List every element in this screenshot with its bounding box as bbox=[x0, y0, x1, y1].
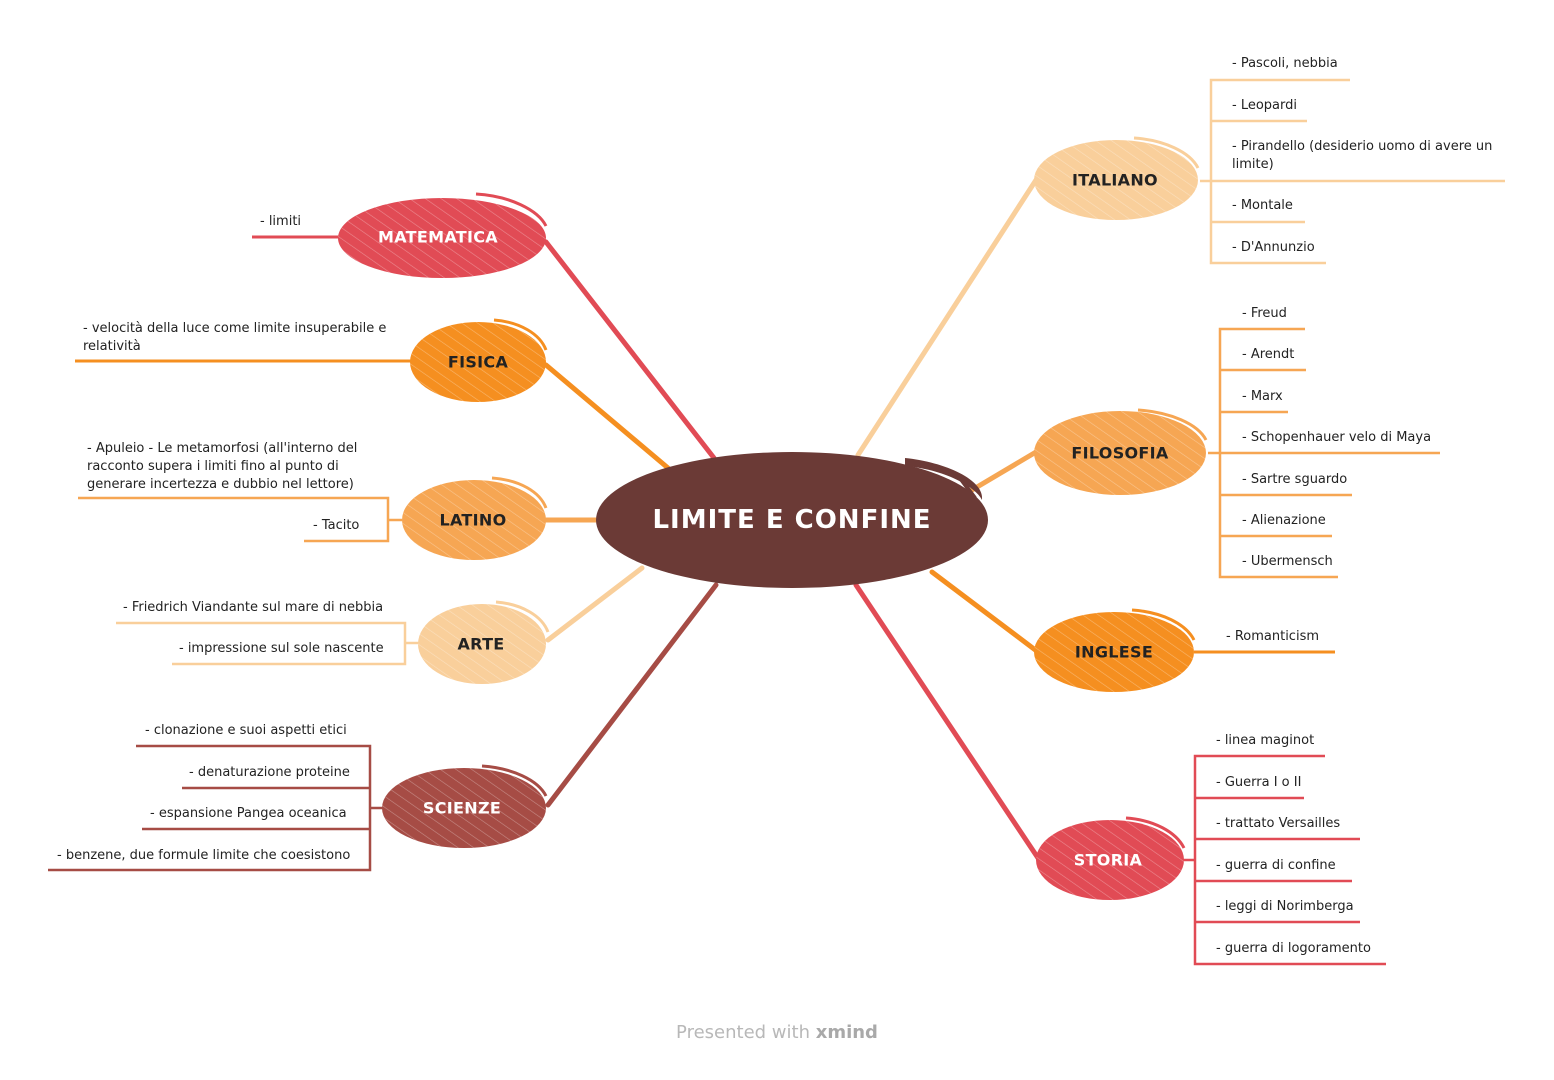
leaf-fisica-0: - velocità della luce come limite insupe… bbox=[83, 321, 387, 354]
node-matematica[interactable] bbox=[338, 192, 548, 278]
leaf-storia-3: - guerra di confine bbox=[1216, 858, 1336, 873]
connector-storia bbox=[853, 582, 1041, 861]
leaf-scienze-1: - denaturazione proteine bbox=[189, 765, 350, 780]
leaf-arte-0: - Friedrich Viandante sul mare di nebbia bbox=[123, 600, 384, 615]
node-arte[interactable] bbox=[418, 600, 550, 684]
topic-scienze: SCIENZE bbox=[422, 798, 502, 818]
connector-inglese bbox=[929, 569, 1041, 655]
node-inglese[interactable] bbox=[1034, 608, 1196, 692]
node-latino[interactable] bbox=[402, 476, 548, 560]
leaf-filosofia-6: - Ubermensch bbox=[1242, 554, 1333, 569]
node-storia[interactable] bbox=[1036, 816, 1186, 900]
leaf-storia-4: - leggi di Norimberga bbox=[1216, 899, 1354, 914]
leaf-scienze-0: - clonazione e suoi aspetti etici bbox=[145, 723, 347, 738]
center-flourish bbox=[905, 458, 983, 500]
leaves-storia bbox=[1183, 754, 1386, 966]
topic-italiano: ITALIANO bbox=[1072, 170, 1158, 190]
leaf-storia-0: - linea maginot bbox=[1216, 733, 1315, 748]
leaf-italiano-4: - D'Annunzio bbox=[1232, 240, 1315, 255]
node-fisica[interactable] bbox=[410, 318, 548, 402]
leaf-storia-5: - guerra di logoramento bbox=[1216, 941, 1371, 956]
leaves-scienze bbox=[48, 744, 384, 872]
leaf-scienze-3: - benzene, due formule limite che coesis… bbox=[57, 848, 351, 863]
topic-latino: LATINO bbox=[439, 510, 507, 530]
leaf-scienze-2: - espansione Pangea oceanica bbox=[150, 806, 347, 821]
footer-brand: xmind bbox=[815, 1022, 878, 1043]
leaves-arte bbox=[116, 621, 420, 666]
leaf-italiano-2: - Pirandello (desiderio uomo di avere un… bbox=[1232, 139, 1493, 172]
leaf-filosofia-2: - Marx bbox=[1242, 389, 1283, 404]
leaf-filosofia-5: - Alienazione bbox=[1242, 513, 1326, 528]
topic-arte: ARTE bbox=[457, 634, 505, 654]
topic-fisica: FISICA bbox=[447, 352, 509, 372]
topic-matematica: MATEMATICA bbox=[378, 227, 498, 247]
leaf-italiano-0: - Pascoli, nebbia bbox=[1232, 56, 1338, 71]
node-italiano[interactable] bbox=[1034, 136, 1200, 220]
leaf-latino-1: - Tacito bbox=[313, 518, 360, 533]
topic-inglese: INGLESE bbox=[1074, 642, 1154, 662]
footer-presented-with: Presented with xmind bbox=[676, 1022, 878, 1043]
center-node[interactable] bbox=[596, 452, 988, 588]
leaf-storia-2: - trattato Versailles bbox=[1216, 816, 1341, 831]
leaf-filosofia-4: - Sartre sguardo bbox=[1242, 472, 1348, 487]
topic-filosofia: FILOSOFIA bbox=[1071, 443, 1169, 463]
leaf-latino-0: - Apuleio - Le metamorfosi (all'interno … bbox=[87, 441, 358, 492]
connector-scienze bbox=[545, 582, 719, 808]
footer-prefix: Presented with bbox=[676, 1022, 816, 1043]
center-title: LIMITE E CONFINE bbox=[652, 505, 932, 535]
connector-arte bbox=[545, 565, 645, 643]
leaves-filosofia bbox=[1208, 327, 1440, 579]
leaf-inglese-0: - Romanticism bbox=[1226, 629, 1319, 644]
connector-fisica bbox=[543, 362, 671, 471]
leaves-latino bbox=[78, 496, 402, 543]
leaf-filosofia-3: - Schopenhauer velo di Maya bbox=[1242, 430, 1432, 445]
leaf-arte-1: - impressione sul sole nascente bbox=[179, 641, 384, 656]
leaf-storia-1: - Guerra I o II bbox=[1216, 775, 1302, 790]
leaf-italiano-3: - Montale bbox=[1232, 198, 1293, 213]
connector-filosofia bbox=[969, 449, 1039, 493]
connector-italiano bbox=[855, 177, 1039, 458]
topic-storia: STORIA bbox=[1073, 850, 1143, 870]
leaves-italiano bbox=[1200, 78, 1505, 265]
connector-matematica bbox=[543, 239, 717, 461]
leaf-italiano-1: - Leopardi bbox=[1232, 98, 1297, 113]
leaf-filosofia-1: - Arendt bbox=[1242, 347, 1295, 362]
node-filosofia[interactable] bbox=[1034, 408, 1208, 495]
node-scienze[interactable] bbox=[382, 764, 548, 848]
leaf-filosofia-0: - Freud bbox=[1242, 306, 1287, 321]
leaf-matematica-0: - limiti bbox=[260, 214, 302, 229]
